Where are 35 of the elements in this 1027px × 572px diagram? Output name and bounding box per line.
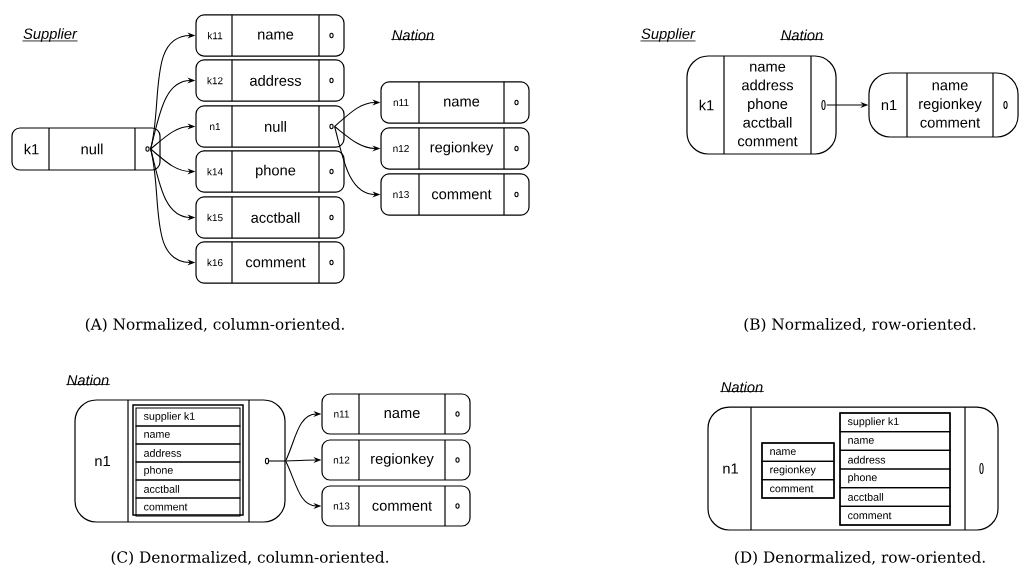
field-cell: acctball [135, 479, 241, 499]
field-cell: name [761, 442, 835, 462]
caption: (A) Normalized, column-oriented. [85, 318, 344, 332]
entity-heading: Nation [779, 29, 825, 41]
caption: (B) Normalized, row-oriented. [744, 318, 976, 332]
record-box: n12 regionkey [380, 127, 530, 170]
entity-heading: Supplier [640, 28, 696, 42]
record-box: k12 address [195, 59, 345, 102]
caption: (C) Denormalized, column-oriented. [111, 551, 389, 565]
record-box: k11 name [195, 14, 345, 57]
record-box: n1 name regionkey comment [868, 72, 1019, 138]
record-box: n13 comment [380, 173, 530, 216]
record-box: k1 name address phone acctball comment [686, 55, 837, 155]
field-cell: address [135, 443, 241, 463]
record-box: n13 comment [321, 485, 471, 527]
field-cell: name [135, 425, 241, 445]
record-box: k16 comment [195, 241, 345, 284]
record-box: n11 name [321, 393, 471, 435]
field-cell: supplier k1 [135, 407, 241, 427]
field-cell: regionkey [761, 460, 835, 481]
field-list [132, 404, 244, 516]
field-cell: comment [761, 479, 835, 499]
entity-heading: Nation [390, 29, 436, 41]
entity-heading: Supplier [22, 28, 78, 42]
caption: (D) Denormalized, row-oriented. [735, 551, 985, 565]
record-box: n12 regionkey [321, 439, 471, 481]
record-box: k1 null [11, 127, 161, 171]
entity-heading: Nation [719, 381, 765, 393]
field-cell: comment [135, 497, 241, 517]
record-box: n11 name [380, 81, 530, 124]
record-box: k14 phone [195, 150, 345, 193]
record-box: k15 acctball [195, 196, 345, 239]
entity-heading: Nation [65, 374, 111, 386]
field-cell: phone [135, 461, 241, 481]
record-box: n1 null [195, 105, 345, 148]
